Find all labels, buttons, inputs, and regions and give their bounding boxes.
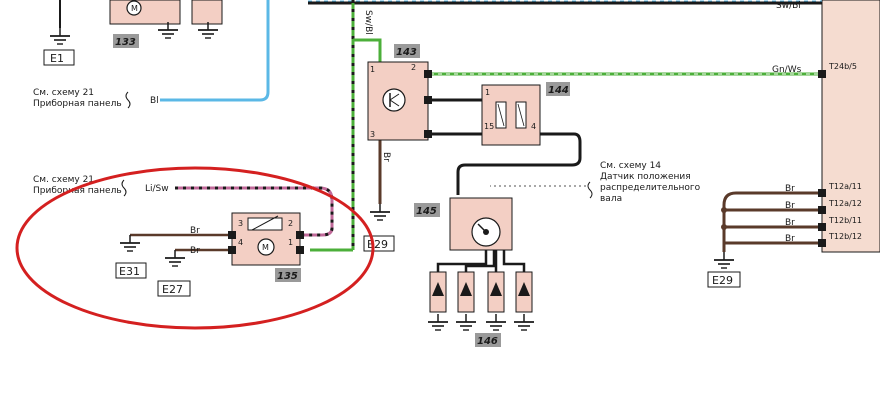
connector-panel bbox=[821, 0, 880, 253]
motor-icon bbox=[257, 238, 275, 256]
pin-144-15: 15 bbox=[484, 122, 494, 131]
spark-plug-icon bbox=[457, 271, 475, 313]
pin-144-4: 4 bbox=[531, 122, 536, 131]
ground-e1: E1 bbox=[43, 27, 75, 66]
component-number-143: 143 bbox=[396, 47, 417, 58]
ground-e31: E31 bbox=[115, 234, 147, 279]
wires-145-146 bbox=[436, 250, 526, 272]
ground-label-e29-right: E29 bbox=[712, 274, 733, 287]
pin-143-2: 2 bbox=[411, 63, 416, 72]
note-1-line-1: См. схему 21 bbox=[33, 88, 94, 98]
component-144: 144 1 15 4 bbox=[481, 82, 570, 146]
ground-e27: E27 bbox=[157, 249, 191, 297]
spark-plug-icon bbox=[487, 271, 505, 313]
pin-135-3: 3 bbox=[238, 219, 243, 228]
component-135: M 3 4 2 1 135 bbox=[228, 212, 304, 282]
ground-label-e31: E31 bbox=[119, 265, 140, 278]
svg-text:M: M bbox=[131, 4, 138, 13]
connector-t12a12: T12a/12 bbox=[828, 199, 862, 208]
wire-label-li-sw: Li/Sw bbox=[145, 184, 169, 194]
pin-135-1: 1 bbox=[288, 238, 293, 247]
component-number-135: 135 bbox=[277, 271, 298, 282]
wire-label-br-r1: Br bbox=[785, 184, 795, 194]
connector-t12a11: T12a/11 bbox=[828, 182, 862, 191]
component-143: 143 1 2 3 bbox=[367, 44, 432, 141]
component-number-145: 145 bbox=[416, 206, 437, 217]
wire-label-br-143: Br bbox=[381, 152, 391, 162]
component-146: 146 bbox=[427, 271, 535, 347]
pin-135-4: 4 bbox=[238, 238, 243, 247]
svg-text:M: M bbox=[262, 243, 269, 252]
wire-label-bl: Bl bbox=[150, 96, 159, 106]
component-133: M 133 bbox=[109, 0, 223, 48]
ground-icon bbox=[713, 251, 735, 269]
wire-label-br-r4: Br bbox=[785, 234, 795, 244]
ground-icon bbox=[119, 234, 141, 252]
transistor-icon bbox=[382, 88, 406, 112]
component-number-144: 144 bbox=[548, 85, 569, 96]
component-number-146: 146 bbox=[477, 336, 498, 347]
note-2-line-1: См. схему 21 bbox=[33, 175, 94, 185]
ground-icon bbox=[369, 203, 391, 221]
wire-label-sw-bl-right: Sw/Bl bbox=[776, 1, 801, 11]
note-2-line-2: Приборная панель bbox=[33, 186, 122, 196]
ground-label-e29-center: E29 bbox=[367, 238, 388, 251]
note-3-line-3: распределительного bbox=[600, 183, 701, 193]
connector-t12b12: T12b/12 bbox=[828, 232, 862, 241]
note-3-line-2: Датчик положения bbox=[600, 172, 691, 182]
spark-plug-icon bbox=[515, 271, 533, 313]
note-3-line-4: вала bbox=[600, 194, 622, 204]
pin-143-1: 1 bbox=[370, 65, 375, 74]
ground-label-e1: E1 bbox=[50, 52, 64, 65]
ground-icon bbox=[49, 27, 71, 45]
component-145: 145 bbox=[414, 197, 513, 251]
ground-icon bbox=[164, 249, 186, 267]
wire-blue bbox=[160, 0, 270, 102]
wire-144-145 bbox=[456, 132, 582, 195]
wire-label-gn-ws: Gn/Ws bbox=[772, 65, 802, 75]
pin-144-1: 1 bbox=[485, 88, 490, 97]
wires-right-br bbox=[722, 191, 822, 245]
ground-label-e27: E27 bbox=[162, 283, 183, 296]
note-1-line-2: Приборная панель bbox=[33, 99, 122, 109]
pin-135-2: 2 bbox=[288, 219, 293, 228]
wire-label-sw-bl-top: Sw/Bl bbox=[363, 10, 373, 35]
component-number-133: 133 bbox=[115, 37, 136, 48]
connector-t24b5: T24b/5 bbox=[828, 62, 857, 71]
connector-t12b11: T12b/11 bbox=[828, 216, 862, 225]
wire-label-br-135-bottom: Br bbox=[190, 246, 200, 256]
ground-e29-right: E29 bbox=[707, 251, 741, 288]
motor-icon bbox=[126, 0, 142, 16]
spark-plug-icon bbox=[429, 271, 447, 313]
note-3-line-1: См. схему 14 bbox=[600, 161, 661, 171]
pin-143-3: 3 bbox=[370, 130, 375, 139]
wire-label-br-r3: Br bbox=[785, 218, 795, 228]
wire-label-br-r2: Br bbox=[785, 201, 795, 211]
wire-label-br-135-top: Br bbox=[190, 226, 200, 236]
highlight-ellipse bbox=[15, 166, 375, 330]
